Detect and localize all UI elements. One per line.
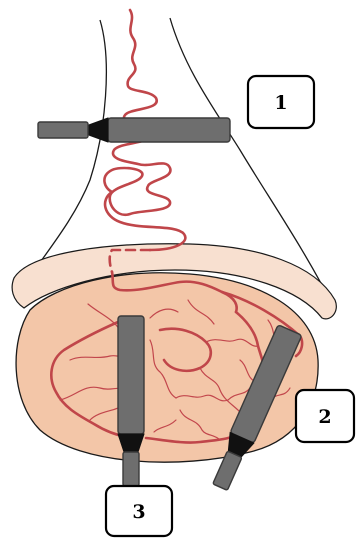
probe-3-shaft (123, 452, 139, 486)
label-3: 3 (106, 486, 172, 536)
label-1-text: 1 (274, 92, 287, 114)
probe-1-shaft (38, 122, 88, 138)
label-2-text: 2 (318, 406, 331, 428)
label-2: 2 (296, 390, 354, 442)
probe-3-handle (118, 316, 144, 434)
vessel-lower-loop (105, 192, 185, 250)
label-1: 1 (248, 76, 314, 128)
probe-1-handle (108, 118, 230, 142)
vessel-coil (104, 10, 170, 215)
probe-1-tip (86, 118, 108, 142)
probe-1 (38, 118, 230, 142)
label-3-text: 3 (132, 501, 145, 523)
